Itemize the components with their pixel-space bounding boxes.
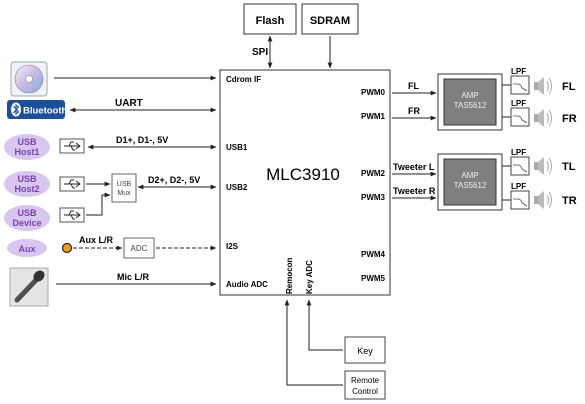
port-pwm1: PWM1	[361, 112, 386, 121]
svg-text:Mux: Mux	[117, 190, 131, 197]
flash-block: Flash	[243, 3, 297, 35]
port-i2s: I2S	[226, 242, 239, 251]
speaker-icon-tl	[534, 157, 552, 175]
fr-signal-label: FR	[408, 106, 420, 116]
svg-text:LPF: LPF	[511, 182, 526, 191]
svg-text:USB: USB	[17, 208, 37, 218]
svg-text:Aux: Aux	[18, 244, 35, 254]
adc-block: ADC	[123, 237, 155, 259]
cdrom-disc-icon	[10, 61, 48, 97]
port-usb1: USB1	[226, 143, 248, 152]
svg-text:LPF: LPF	[511, 148, 526, 157]
spi-label: SPI	[252, 47, 268, 58]
svg-text:SDRAM: SDRAM	[310, 15, 350, 27]
lpf-tr: LPF	[510, 182, 530, 210]
port-audio-adc: Audio ADC	[226, 280, 268, 289]
key-block: Key	[344, 336, 386, 364]
chip-name: MLC3910	[266, 165, 340, 184]
svg-text:USB: USB	[117, 181, 132, 188]
port-usb2: USB2	[226, 183, 248, 192]
speaker-icon-tr	[534, 191, 552, 209]
svg-text:Host1: Host1	[14, 147, 39, 157]
svg-text:USB: USB	[17, 137, 37, 147]
port-remocon: Remocon	[285, 257, 294, 294]
svg-text:LPF: LPF	[511, 67, 526, 76]
lpf-fl: LPF	[510, 67, 530, 95]
port-pwm5: PWM5	[361, 274, 386, 283]
d1-label: D1+, D1-, 5V	[116, 135, 168, 145]
amp-block-1: AMP TAS5612	[437, 73, 503, 131]
device-to-mux	[86, 192, 111, 216]
microphone-icon	[9, 267, 49, 307]
port-pwm4: PWM4	[361, 250, 386, 259]
port-cdrom-if: Cdrom IF	[226, 75, 261, 84]
svg-text:Key: Key	[357, 346, 373, 356]
aux-lr-label: Aux L/R	[79, 235, 114, 245]
svg-text:Bluetooth.: Bluetooth.	[23, 106, 70, 117]
remote-link	[284, 299, 343, 386]
svg-text:Host2: Host2	[14, 184, 39, 194]
port-pwm2: PWM2	[361, 169, 386, 178]
lpf-tl: LPF	[510, 148, 530, 176]
mic-lr-label: Mic L/R	[117, 272, 150, 282]
lpf-fr: LPF	[510, 99, 530, 127]
main-chip: MLC3910 Cdrom IF USB1 USB2 I2S Audio ADC…	[219, 69, 391, 296]
svg-text:TAS5612: TAS5612	[454, 181, 487, 190]
tweeter-l-label: Tweeter L	[393, 162, 435, 172]
fl-signal-label: FL	[408, 81, 419, 91]
port-pwm0: PWM0	[361, 88, 386, 97]
amp-block-2: AMP TAS5612	[437, 153, 503, 211]
usb-device-badge: USB Device	[4, 205, 50, 231]
usb-port-icon-3	[59, 207, 85, 223]
svg-text:USB: USB	[17, 174, 37, 184]
usb-host1-badge: USB Host1	[4, 134, 50, 160]
speaker-icon-fl	[534, 77, 552, 95]
bluetooth-logo: Bluetooth.	[7, 100, 70, 119]
uart-label: UART	[115, 98, 143, 109]
key-link	[306, 299, 343, 351]
svg-text:Flash: Flash	[256, 15, 285, 27]
svg-text:ADC: ADC	[131, 244, 148, 253]
remote-control-block: Remote Control	[344, 370, 386, 400]
svg-text:LPF: LPF	[511, 99, 526, 108]
out-tr-label: TR	[562, 195, 577, 207]
usb-port-icon-2	[59, 176, 85, 192]
speaker-icon-fr	[534, 109, 552, 127]
svg-text:TAS5612: TAS5612	[454, 101, 487, 110]
sdram-block: SDRAM	[301, 3, 359, 35]
svg-text:AMP: AMP	[461, 91, 478, 100]
port-key-adc: Key ADC	[305, 260, 314, 294]
aux-badge: Aux	[7, 239, 47, 257]
aux-jack-icon	[61, 242, 73, 254]
svg-text:Device: Device	[12, 218, 41, 228]
out-fr-label: FR	[562, 113, 577, 125]
usb-mux-block: USB Mux	[111, 173, 137, 203]
tweeter-r-label: Tweeter R	[393, 186, 436, 196]
usb-host2-badge: USB Host2	[4, 171, 50, 197]
svg-text:Remote: Remote	[351, 376, 380, 385]
svg-text:Control: Control	[352, 387, 378, 396]
d2-label: D2+, D2-, 5V	[148, 175, 200, 185]
svg-text:AMP: AMP	[461, 171, 478, 180]
out-tl-label: TL	[562, 161, 576, 173]
out-fl-label: FL	[562, 81, 576, 93]
usb-port-icon-1	[59, 138, 85, 154]
port-pwm3: PWM3	[361, 193, 386, 202]
